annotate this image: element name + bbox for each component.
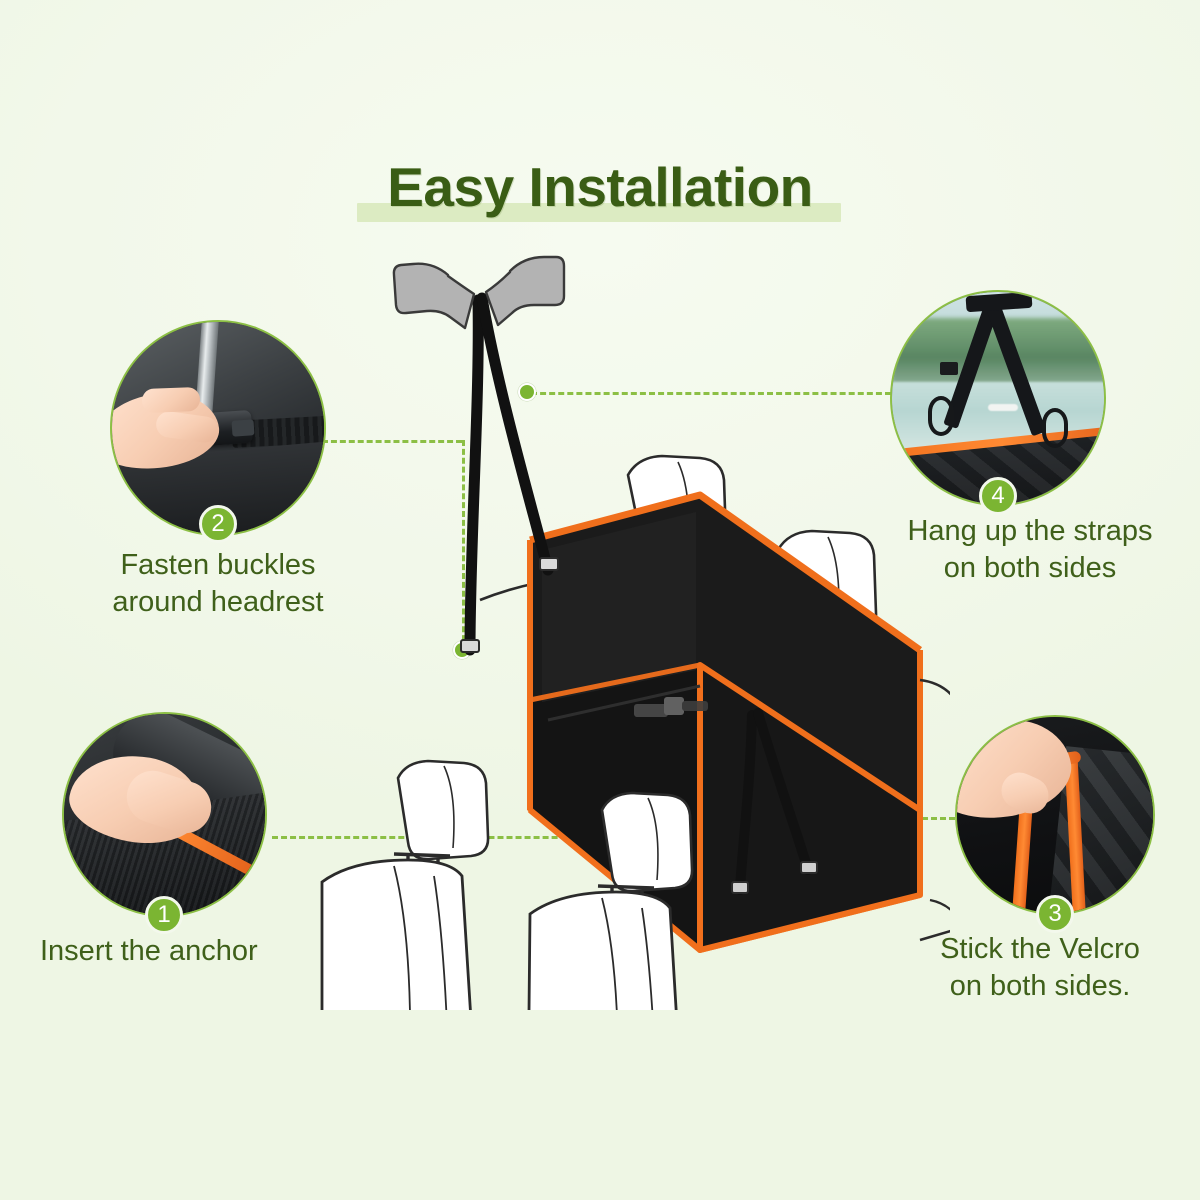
page-title: Easy Installation (387, 156, 813, 218)
step-3-photo (955, 715, 1155, 915)
connector-step1-horizontal (272, 836, 738, 839)
bench-buckle-hardware (634, 697, 708, 717)
hammock-strap-right (731, 708, 818, 895)
car-seat-hammock-illustration (230, 250, 950, 1010)
connector-step4-horizontal (531, 392, 891, 395)
step-3-badge: 3 (1036, 895, 1074, 933)
step-4-photo (890, 290, 1106, 506)
finger-thumb (141, 386, 201, 414)
front-seat-left (320, 759, 490, 1010)
page-title-block: Easy Installation (0, 156, 1200, 222)
strap-apex (965, 292, 1033, 313)
step-1-photo (62, 712, 267, 917)
step-2-caption: Fasten buckles around headrest (112, 549, 324, 619)
title-underline-bar (357, 203, 841, 222)
carabiner-left (928, 396, 954, 436)
headrest-anchor-hooks (392, 255, 566, 330)
connector-step2-vertical (462, 440, 465, 650)
step-4-photo-scene (892, 292, 1104, 504)
step-2-photo-scene (112, 322, 324, 534)
strap-adjuster (940, 362, 958, 375)
step-1-caption: Insert the anchor (40, 935, 258, 967)
step-3-caption: Stick the Velcro on both sides. (940, 933, 1140, 1003)
step-3-photo-scene (957, 717, 1153, 913)
front-seat-right (527, 791, 694, 1010)
step-4-caption: Hang up the straps on both sides (907, 515, 1153, 585)
step-2-badge: 2 (199, 505, 237, 543)
carabiner-right (1042, 408, 1068, 448)
hammock-strap-left (460, 292, 559, 656)
buckle-prong (231, 419, 255, 437)
step-4-badge: 4 (979, 477, 1017, 515)
step-1-badge: 1 (145, 896, 183, 934)
step-1-photo-scene (64, 714, 265, 915)
connector-step2-horizontal (322, 440, 462, 443)
boat (988, 404, 1018, 411)
connector-dot-step4 (518, 383, 536, 401)
step-2-photo (110, 320, 326, 536)
